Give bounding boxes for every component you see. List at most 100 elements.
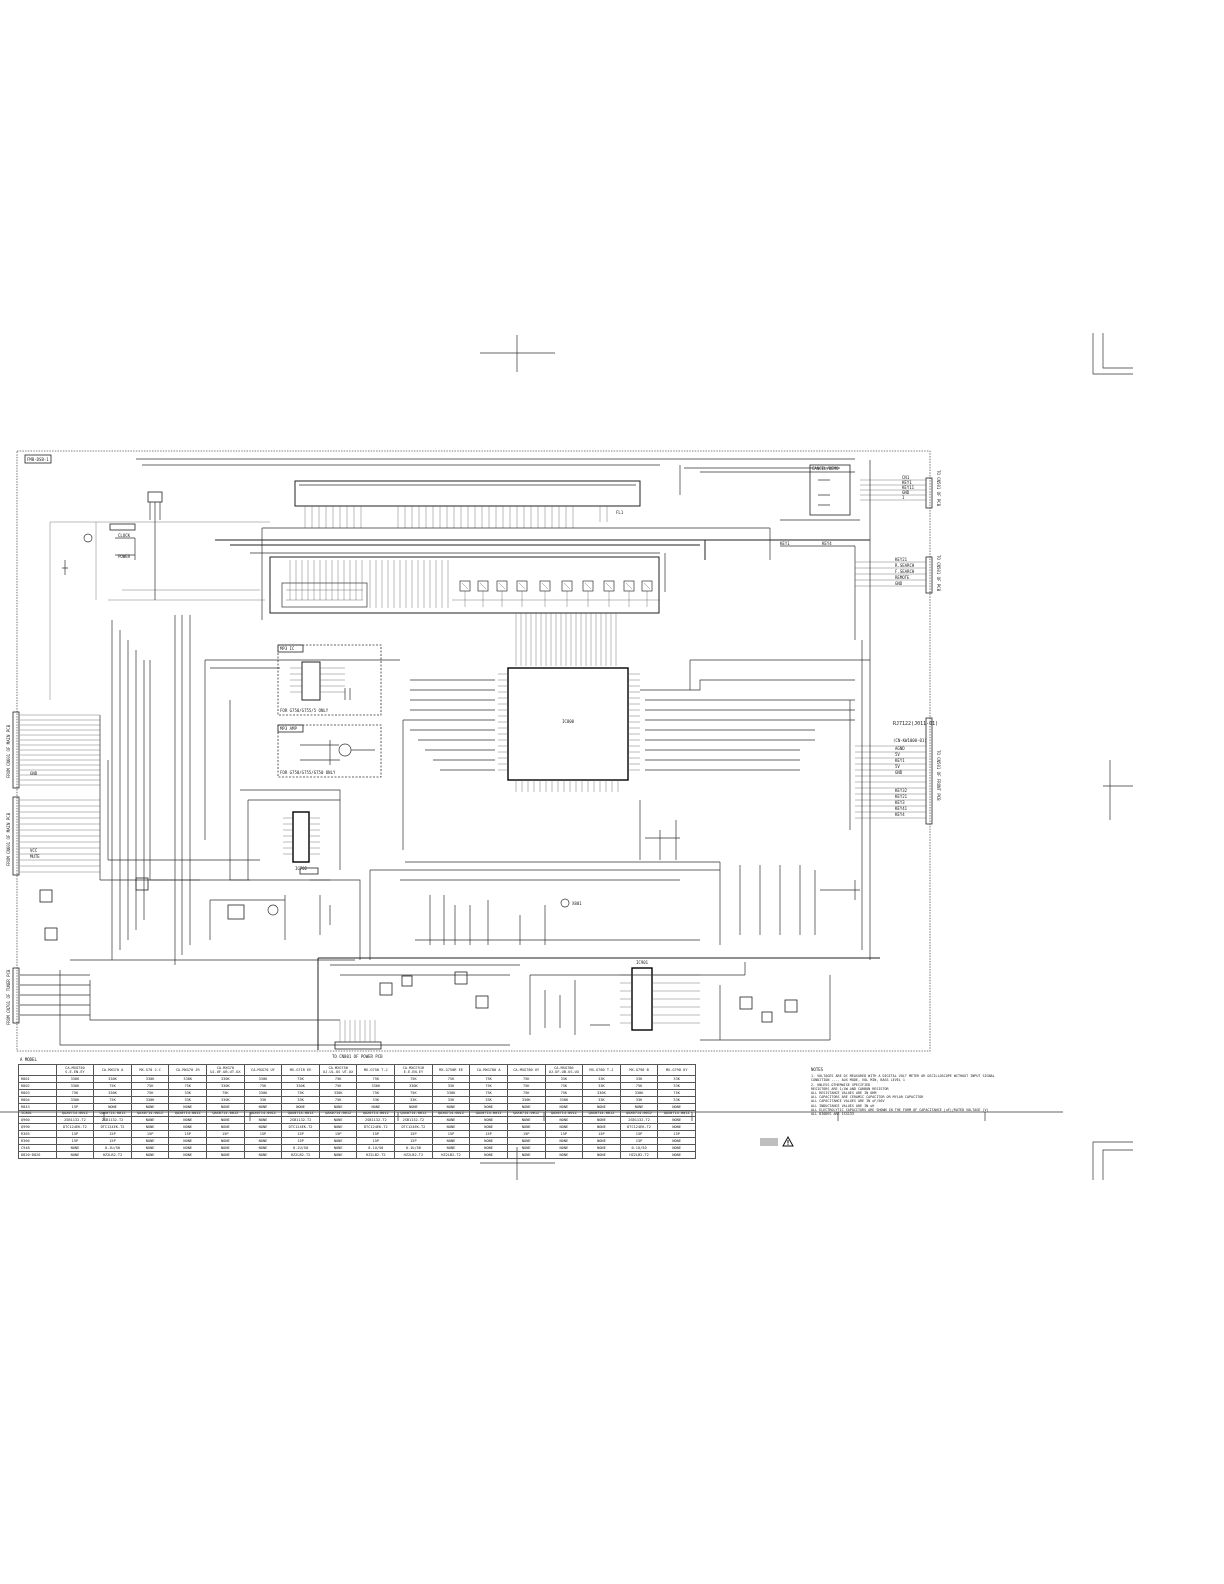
table-cell: 15P — [55, 1102, 95, 1111]
table-cell: 0.1U/50 — [356, 1144, 396, 1152]
table-cell: 15P — [55, 1137, 95, 1146]
svg-text:FL1: FL1 — [616, 510, 624, 515]
table-cell: NONE — [657, 1102, 696, 1111]
table-cell: NONE — [506, 1137, 546, 1146]
table-cell: 33K — [281, 1095, 320, 1104]
table-cell: 75K — [318, 1095, 358, 1104]
table-cell: 330K — [168, 1075, 208, 1083]
svg-text:IC901: IC901 — [636, 960, 649, 965]
part-ref-cell: R804 — [18, 1095, 57, 1104]
table-cell: QAX0714-001Z — [544, 1109, 584, 1118]
table-cell: NONE — [544, 1137, 584, 1146]
part-ref-cell: D820~D826 — [18, 1150, 57, 1160]
table-cell: 330K — [356, 1081, 396, 1090]
table-header-cell: MX-G790 B — [619, 1064, 659, 1076]
table-header-cell: MX-G70 J.C — [130, 1064, 170, 1076]
table-cell: 75K — [469, 1075, 508, 1083]
table-cell: NONE — [506, 1123, 546, 1132]
note-line: ALL CAPACITANCE VALUES ARE IN uF/50V — [811, 1099, 885, 1104]
right-top-vertical: TO CN501 OF PCB — [936, 470, 941, 507]
table-cell: 2SB1132-T2 — [394, 1116, 433, 1125]
table-cell: 15P — [619, 1137, 659, 1146]
table-cell: 75K — [506, 1081, 546, 1090]
table-cell: 330K — [206, 1095, 245, 1104]
table-cell: NONE — [206, 1137, 245, 1146]
table-cell: NONE — [206, 1123, 245, 1132]
table-cell: 330K — [582, 1088, 621, 1097]
mp3-amp-block: MP3 AMP FOR G750/G755/G750 ONLY — [277, 724, 382, 778]
table-cell: 15P — [93, 1137, 132, 1146]
left-mid-vertical: FROM CN601 OF MAIN PCB — [6, 812, 11, 866]
table-cell: NONE — [619, 1102, 659, 1111]
svg-text:CN1: CN1 — [902, 475, 910, 480]
table-cell: QAX0714-001Z — [168, 1109, 208, 1118]
table-cell: NONE — [506, 1116, 546, 1125]
table-cell: NONE — [582, 1123, 621, 1132]
table-cell: 15P — [657, 1130, 696, 1139]
table-cell: HZ2LB2-T2 — [93, 1150, 132, 1160]
table-cell: NONE — [431, 1144, 471, 1152]
table-cell: 75K — [394, 1088, 433, 1097]
table-cell: 33K — [657, 1075, 696, 1083]
svg-text:FOR G750/G755/G750 ONLY: FOR G750/G755/G750 ONLY — [280, 770, 336, 775]
crop-marks — [0, 333, 1133, 1180]
table-cell: NONE — [657, 1137, 696, 1146]
table-header-cell: MX-G750R EE — [431, 1064, 471, 1076]
table-cell: NONE — [318, 1102, 358, 1111]
table-cell: HZ2LB2-T2 — [619, 1150, 659, 1160]
table-cell: NONE — [582, 1116, 621, 1125]
table-cell: 75K — [93, 1095, 132, 1104]
table-cell: 15P — [431, 1130, 471, 1139]
note-line: CONDITION ---- AUX MODE, VOL MIN, BASS L… — [811, 1078, 905, 1083]
table-header-cell: CA-MXG780 A — [469, 1064, 508, 1076]
table-cell: NONE — [582, 1137, 621, 1146]
table-cell: DTC124EK-T2 — [55, 1123, 95, 1132]
table-cell: QAX0714-001Z — [582, 1109, 621, 1118]
table-cell: 33K — [657, 1095, 696, 1104]
note-line: ALL INDUCTANCE VALUES ARE IN uH — [811, 1103, 875, 1108]
table-cell: 330K — [243, 1075, 283, 1083]
svg-text:VCC: VCC — [30, 848, 38, 853]
svg-text:GND: GND — [895, 581, 903, 586]
part-ref-cell: IC801 — [18, 1109, 57, 1118]
table-cell: 33K — [582, 1081, 621, 1090]
table-cell: 75K — [130, 1088, 170, 1097]
svg-text:5V: 5V — [895, 764, 900, 769]
table-cell: 33K — [657, 1081, 696, 1090]
mp3-ic-block: MP3 IC FOR G750/G755/5 ONLY — [277, 644, 382, 716]
right-mid-vertical: TO CN501 OF PCB — [936, 555, 941, 592]
svg-text:F.SEARCH: F.SEARCH — [895, 569, 915, 574]
table-cell: HZ2LB2-T2 — [394, 1150, 433, 1160]
table-cell: 330K — [130, 1095, 170, 1104]
table-cell: NONE — [243, 1123, 283, 1132]
table-cell: QAX0714-001Z — [318, 1109, 358, 1118]
table-cell: 330K — [206, 1081, 245, 1090]
table-cell: 33K — [469, 1095, 508, 1104]
table-cell: 75K — [506, 1075, 546, 1083]
table-cell: NONE — [657, 1123, 696, 1132]
svg-text:KEY4: KEY4 — [822, 541, 832, 546]
table-cell: QAX0714-001Z — [281, 1109, 320, 1118]
table-cell: NONE — [582, 1150, 621, 1160]
note-line: 2. UNLESS OTHERWISE SPECIFIED — [811, 1082, 871, 1087]
table-cell: 330K — [431, 1088, 471, 1097]
table-cell: NONE — [206, 1102, 245, 1111]
note-line: ALL CAPACITORS ARE CERAMIC CAPACITOR OR … — [811, 1095, 924, 1100]
svg-text:KEY1: KEY1 — [902, 480, 912, 485]
table-cell: 33K — [243, 1095, 283, 1104]
table-cell: 33K — [356, 1095, 396, 1104]
table-header-cell: MX-G71R EE — [281, 1064, 320, 1076]
table-header-cell: CA-MXG70 JR — [168, 1064, 208, 1076]
table-cell: NONE — [130, 1116, 170, 1125]
table-cell: 75K — [243, 1081, 283, 1090]
svg-text:FOR G750/G755/5 ONLY: FOR G750/G755/5 ONLY — [280, 708, 329, 713]
driver-bank — [269, 556, 660, 614]
table-header-cell: CA-MXG70 UJ.UF.UB.UT.UX — [206, 1064, 245, 1076]
table-cell: NONE — [431, 1102, 471, 1111]
board-tag-box — [24, 454, 52, 464]
